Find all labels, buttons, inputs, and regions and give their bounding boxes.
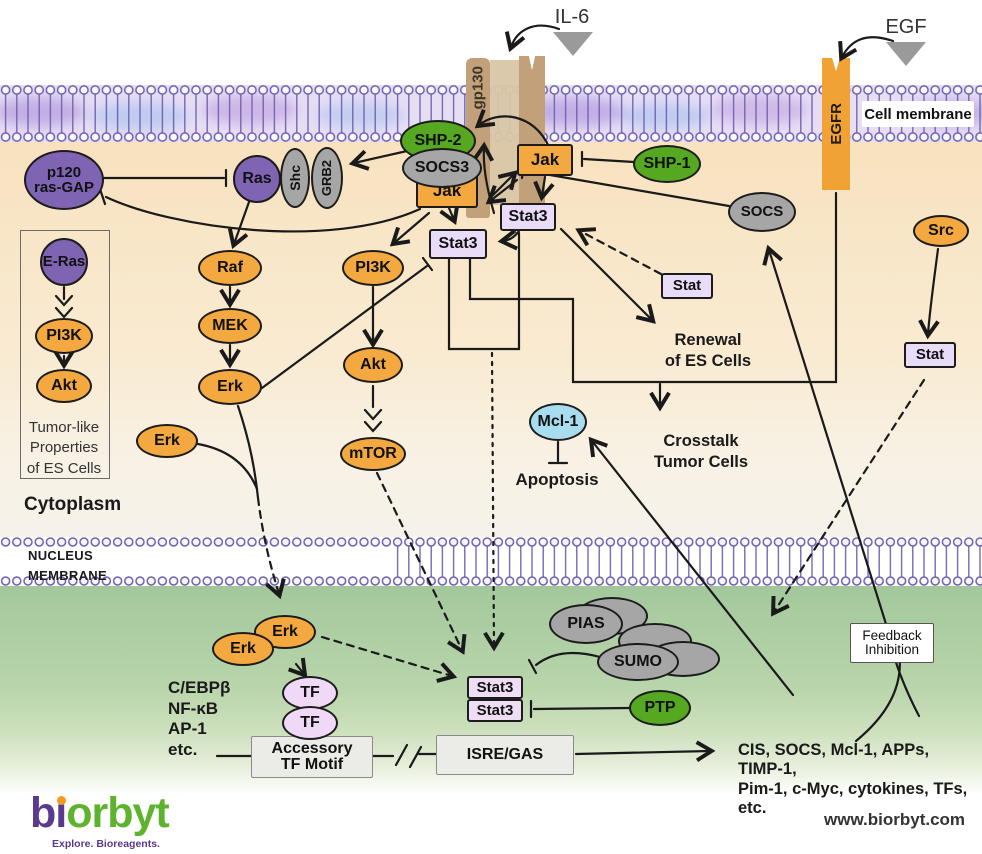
gene-outputs-label: CIS, SOCS, Mcl-1, APPs, TIMP-1, Pim-1, c… (738, 741, 968, 818)
node-shc: Shc (280, 148, 310, 208)
node-erk-free: Erk (136, 424, 198, 458)
node-stat-right: Stat (904, 342, 956, 368)
node-erk-nucleus-b: Erk (212, 632, 274, 666)
il6-ligand-triangle (553, 32, 593, 56)
node-shp1: SHP-1 (633, 145, 701, 183)
renewal-label: Renewal of ES Cells (664, 331, 752, 370)
node-ptp: PTP (629, 690, 691, 726)
crosstalk-label: Crosstalk Tumor Cells (653, 432, 749, 471)
node-pias: PIAS (549, 604, 623, 644)
apoptosis-label: Apoptosis (515, 470, 599, 489)
node-stat3-cyto-left: Stat3 (429, 229, 487, 259)
il6-label: IL-6 (554, 6, 590, 28)
node-socs3: SOCS3 (402, 148, 482, 188)
cytoplasm-label: Cytoplasm (24, 494, 122, 515)
tumor-like-label: Tumor-like Properties of ES Cells (26, 419, 102, 477)
node-akt-left: Akt (36, 369, 92, 403)
node-pi3k-left: PI3K (35, 318, 93, 354)
node-mcl1: Mcl-1 (529, 403, 587, 441)
node-ras: Ras (233, 155, 281, 203)
node-grb2: GRB2 (311, 147, 343, 209)
node-socs: SOCS (728, 192, 796, 232)
feedback-inhibition-box: Feedback Inhibition (850, 623, 934, 663)
egfr-receptor-bar: EGFR (822, 58, 850, 190)
node-stat-mid: Stat (661, 273, 713, 299)
node-mek: MEK (198, 308, 262, 344)
egf-ligand-triangle (886, 42, 926, 66)
egf-label: EGF (885, 16, 927, 38)
logo-b: b (30, 789, 56, 837)
cell-membrane-label: Cell membrane (862, 101, 974, 127)
node-raf: Raf (198, 250, 262, 286)
node-erk: Erk (198, 369, 262, 405)
logo-rest: orbyt (66, 789, 169, 837)
dna-accessory-tf-motif: Accessory TF Motif (251, 736, 373, 778)
node-sumo: SUMO (597, 643, 679, 681)
node-pi3k: PI3K (342, 250, 404, 286)
dna-isre-gas: ISRE/GAS (436, 735, 574, 775)
nucleus-membrane-label: NUCLEUS MEMBRANE (28, 548, 107, 584)
logo-tagline: Explore. Bioreagents. (52, 838, 160, 850)
node-stat3-nucleus-a: Stat3 (467, 676, 523, 699)
cytoplasm-region (0, 142, 982, 537)
node-shc-label: Shc (286, 165, 303, 191)
node-mtor: mTOR (340, 437, 406, 471)
logo-i-dot-icon (57, 796, 67, 805)
logo-i: ı (55, 789, 67, 837)
website-url: www.biorbyt.com (824, 810, 966, 829)
node-src: Src (913, 215, 969, 247)
node-stat3-nucleus-b: Stat3 (467, 699, 523, 722)
node-jak-right: Jak (517, 144, 573, 176)
node-stat3-cyto-right: Stat3 (500, 203, 556, 231)
node-eras: E-Ras (40, 238, 88, 286)
node-grb2-label: GRB2 (319, 159, 335, 197)
node-tf-a: TF (282, 676, 338, 710)
node-akt: Akt (343, 347, 403, 383)
node-p120-rasgap: p120 ras-GAP (24, 150, 104, 210)
node-tf-b: TF (282, 706, 338, 740)
tf-examples-label: C/EBPβ NF-κB AP-1 etc. (168, 678, 231, 760)
tumor-like-properties-box (20, 230, 110, 479)
